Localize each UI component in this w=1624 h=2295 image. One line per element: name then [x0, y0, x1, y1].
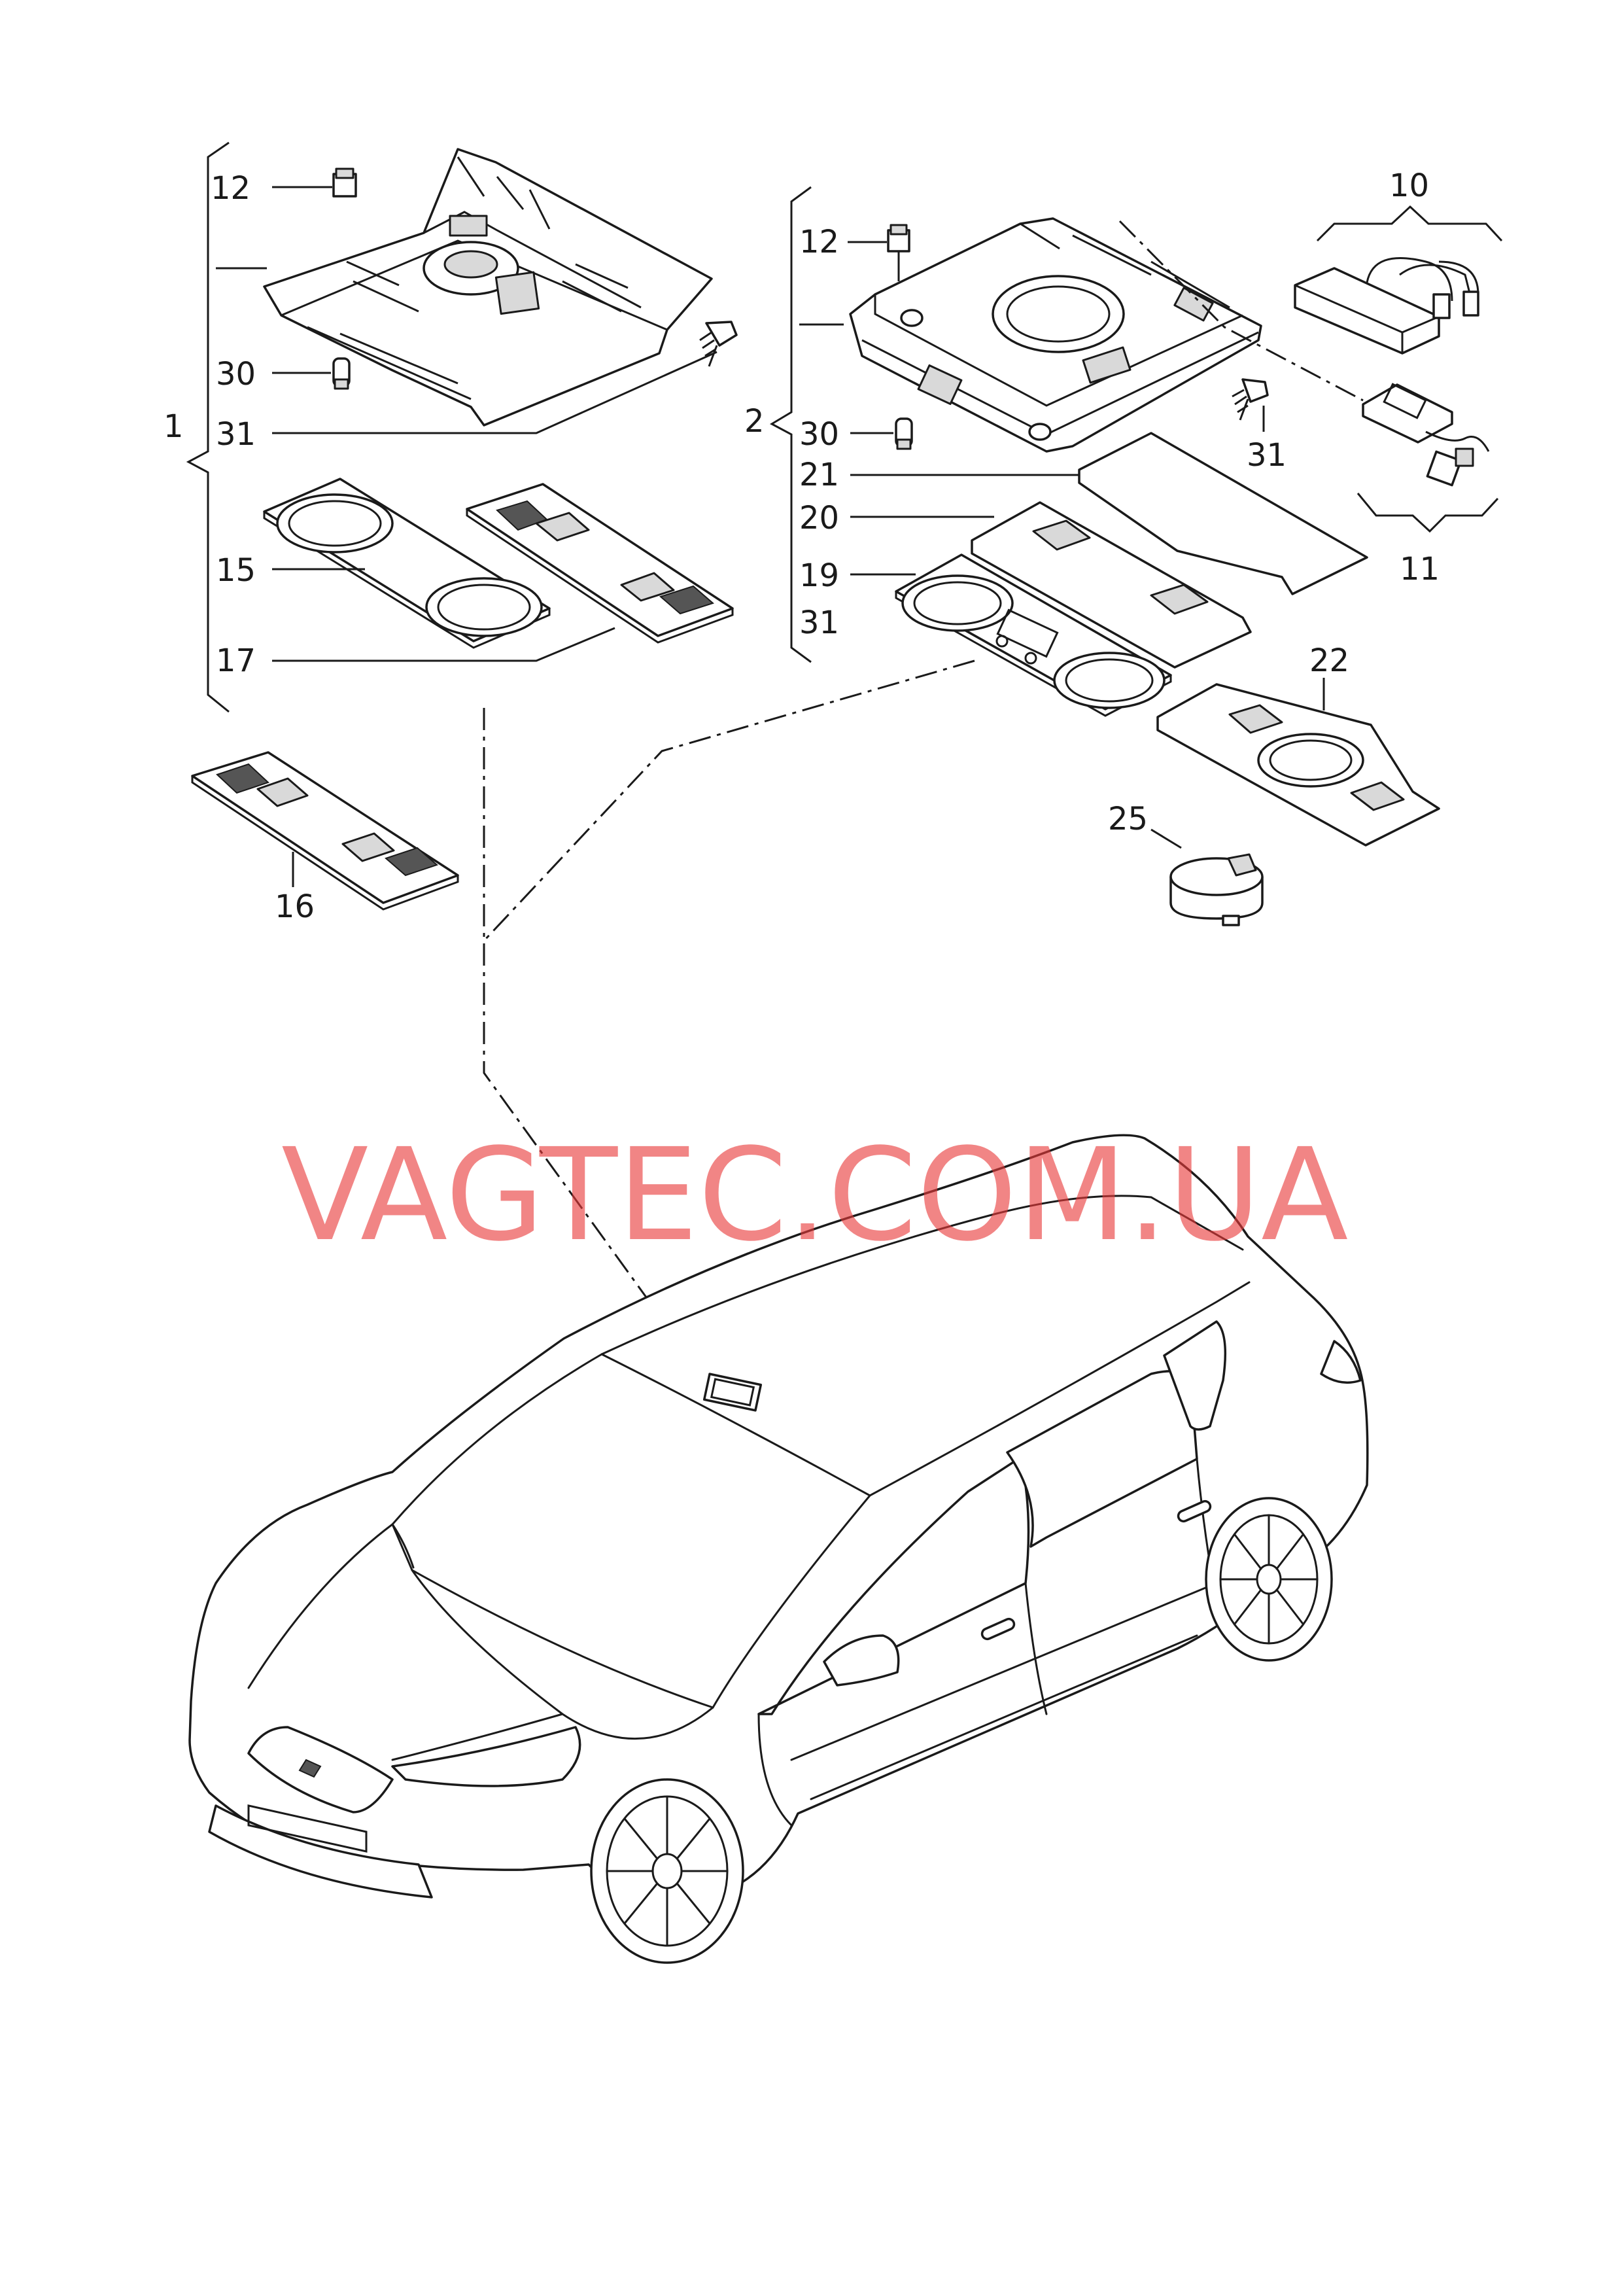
watermark-text: VAGTEC.COM.UA: [281, 1121, 1349, 1269]
lens-19: 19: [799, 553, 1172, 717]
screw-31-left-fastener: [699, 321, 738, 367]
cover-16: 16: [191, 751, 459, 925]
callout-21: 21: [799, 457, 839, 493]
lens-15: 15: [216, 478, 551, 649]
callout-31-right-b: 31: [799, 604, 839, 641]
callout-31-left: 31: [216, 416, 256, 453]
callout-22: 22: [1309, 642, 1349, 679]
callout-25: 25: [1108, 801, 1148, 837]
cover-17: 17: [216, 483, 734, 679]
dome-light-housing-right: [849, 217, 1262, 453]
switch-11: 11: [1356, 383, 1499, 587]
callout-30-left: 30: [216, 356, 256, 393]
lamp-clip-12-left: 12: [211, 167, 357, 207]
front-wheel: [590, 1778, 744, 1964]
dome-light-housing-left: [263, 148, 713, 427]
callout-15: 15: [216, 552, 256, 589]
lamp-clip-12-right: 12: [799, 224, 910, 281]
leader-31-left: 31: [216, 351, 717, 453]
cover-21: 21: [799, 432, 1368, 595]
callout-12-right: 12: [799, 224, 839, 260]
callout-2: 2: [744, 403, 765, 440]
callout-16: 16: [275, 888, 315, 925]
callout-12-left: 12: [211, 170, 251, 207]
car-illustration: [188, 1134, 1369, 1964]
callout-20: 20: [799, 500, 839, 536]
callout-30-right: 30: [799, 416, 839, 453]
callout-10: 10: [1389, 167, 1429, 204]
callout-31-right-a: 31: [1247, 437, 1287, 474]
sensor-25: 25: [1108, 801, 1264, 926]
callout-11: 11: [1400, 551, 1440, 587]
callout-17: 17: [216, 642, 256, 679]
rear-wheel: [1205, 1497, 1333, 1662]
bulb-30-left: 30: [216, 356, 351, 393]
bulb-30-right: 30: [799, 416, 913, 453]
locator-line: [483, 708, 708, 1381]
screw-31-right: 31: [1232, 378, 1287, 474]
callout-1: 1: [164, 408, 184, 445]
locator-line-right: [483, 659, 975, 942]
callout-19: 19: [799, 557, 839, 594]
harness-10: 10: [1294, 167, 1503, 355]
group-1-bracket: [186, 141, 267, 713]
cover-22: 22: [1156, 642, 1440, 847]
group-2-bracket: [769, 186, 844, 663]
cover-20: 20: [799, 500, 1252, 669]
roof-location-marker: [702, 1373, 763, 1412]
